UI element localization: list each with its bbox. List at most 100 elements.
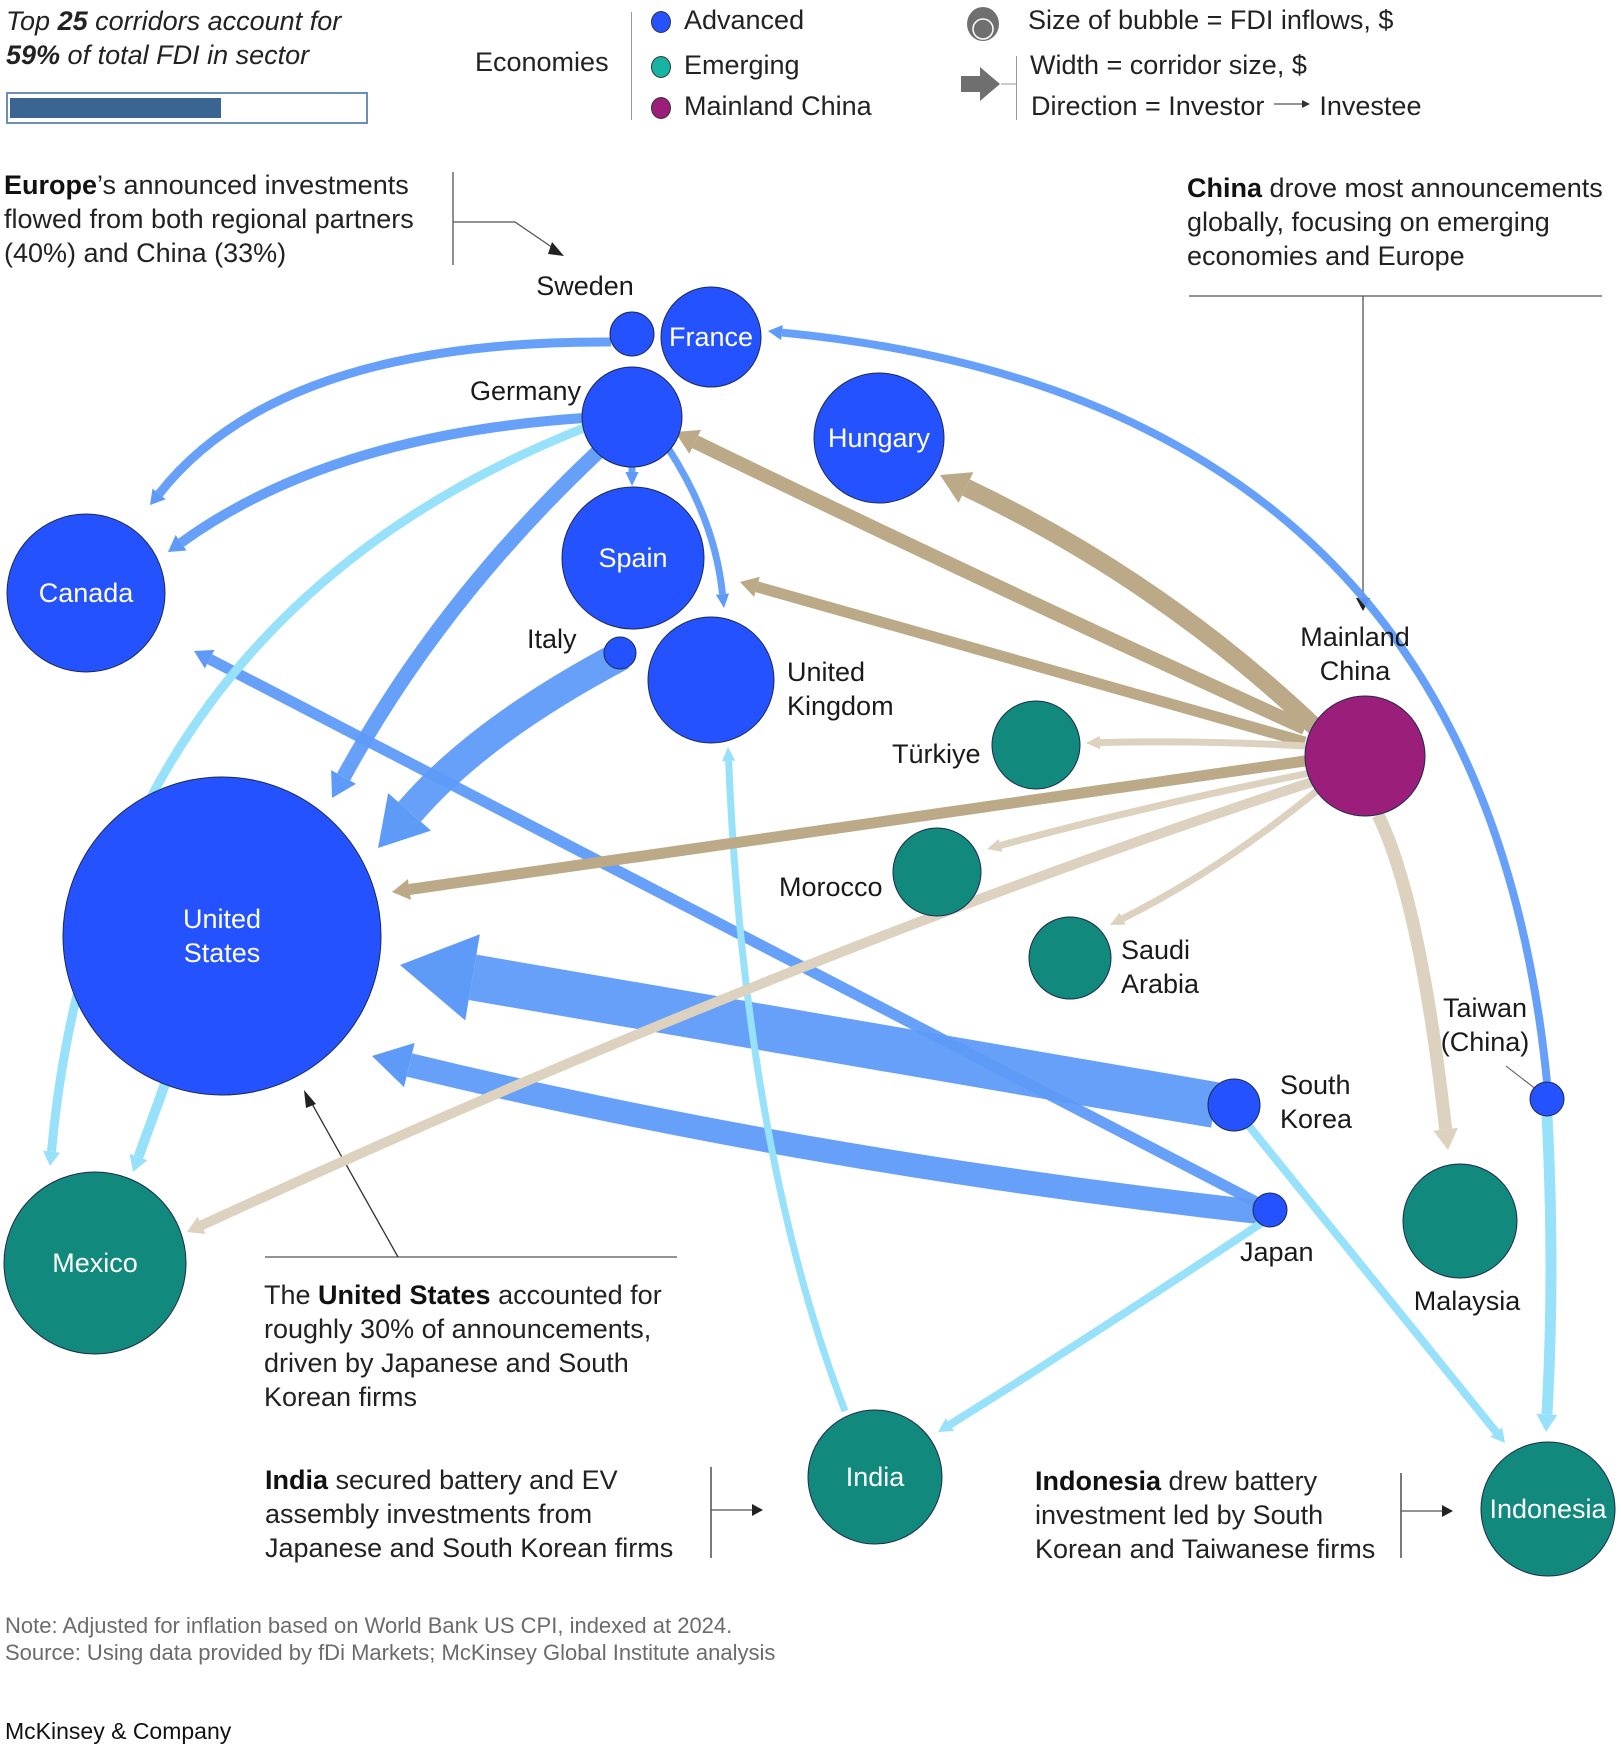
node-label-india: India xyxy=(845,1462,905,1492)
corridor-japan-india xyxy=(938,1218,1266,1432)
node-label-sweden: Sweden xyxy=(536,271,634,301)
corridor-arrowhead xyxy=(721,747,736,762)
callout-text: driven by Japanese and South xyxy=(264,1348,629,1378)
legend-width: Width = corridor size, $ xyxy=(1030,50,1307,80)
callout-text: accounted for xyxy=(490,1280,662,1310)
corridor-taiwan-indonesia xyxy=(1536,1115,1558,1432)
corridor-band xyxy=(178,413,585,547)
callout-text: secured battery and EV xyxy=(328,1465,618,1495)
node-label-france: France xyxy=(668,322,754,352)
taiwan-label-leader xyxy=(1505,1065,1538,1091)
europe-callout: Europe’s announced investments flowed fr… xyxy=(4,168,414,270)
corridor-china-turkiye xyxy=(1086,735,1306,750)
corridor-germany-spain xyxy=(625,467,639,486)
callout-bold: India xyxy=(265,1465,329,1495)
corridor-arrowhead xyxy=(331,770,357,798)
headline-text: of total FDI in sector xyxy=(60,40,310,70)
callout-bold: United States xyxy=(318,1280,491,1310)
bubble-us xyxy=(62,776,382,1096)
bubble-canada xyxy=(6,513,166,673)
indonesia-callout-arrowhead xyxy=(1442,1505,1453,1517)
corridor-arrowhead xyxy=(625,472,639,486)
us-callout: The United States accounted for roughly … xyxy=(264,1278,662,1414)
corridor-band xyxy=(947,1218,1266,1428)
legend-divider xyxy=(631,12,632,120)
callout-text: flowed from both regional partners xyxy=(4,204,414,234)
corridor-band xyxy=(1245,1123,1500,1435)
corridor-arrowhead xyxy=(392,879,411,900)
bubble-france xyxy=(660,286,762,388)
corridor-band xyxy=(999,769,1311,849)
bubble-malaysia xyxy=(1402,1163,1518,1279)
corridor-band xyxy=(408,755,1306,895)
node-label-spain: Spain xyxy=(598,543,668,573)
corridor-china-hungary xyxy=(940,472,1322,734)
bubble-saudi xyxy=(1028,916,1112,1000)
node-label-germany: Germany xyxy=(470,376,582,406)
corridor-band xyxy=(406,1053,1260,1224)
corridor-arrowhead xyxy=(42,1150,61,1166)
corridor-band xyxy=(755,581,1307,748)
corridor-band xyxy=(47,423,586,1153)
corridor-band xyxy=(1099,738,1306,750)
share-progress-fill xyxy=(10,98,222,118)
nested-circle-icon xyxy=(967,7,999,41)
legend-label-emerging: Emerging xyxy=(684,50,800,80)
europe-callout-arrowhead xyxy=(548,242,564,256)
corridor-china-mexico xyxy=(187,775,1320,1234)
corridor-skorea-indonesia xyxy=(1245,1123,1505,1443)
node-label-malaysia: Malaysia xyxy=(1413,1286,1521,1316)
bubble-uk xyxy=(647,616,775,744)
china-callout: China drove most announcements globally,… xyxy=(1187,171,1603,273)
headline: Top 25 corridors account for 59% of tota… xyxy=(6,4,341,72)
corridor-band xyxy=(1372,812,1453,1131)
corridor-band xyxy=(1120,787,1321,922)
bubble-japan xyxy=(1252,1192,1288,1228)
corridor-arrowhead xyxy=(150,488,166,505)
node-label-taiwan: Taiwan(China) xyxy=(1440,993,1530,1057)
corridor-china-morocco xyxy=(987,769,1311,852)
corridor-band xyxy=(781,328,1551,1083)
headline-percent: 59% xyxy=(6,40,61,70)
thick-arrow-icon xyxy=(961,67,1016,101)
bubble-hungary xyxy=(813,372,945,504)
corridor-arrowhead xyxy=(1433,1127,1458,1150)
corridor-band xyxy=(337,444,606,781)
corridor-arrowhead xyxy=(938,1418,954,1432)
corridor-italy-us xyxy=(378,641,630,848)
corridor-china-us xyxy=(392,755,1306,900)
node-label-mexico: Mexico xyxy=(52,1248,138,1278)
india-callout: India secured battery and EV assembly in… xyxy=(265,1463,673,1565)
node-label-morocco: Morocco xyxy=(779,872,883,902)
direction-arrow-icon xyxy=(1272,85,1312,116)
corridor-china-malaysia xyxy=(1372,812,1458,1150)
corridor-taiwan-france xyxy=(768,324,1551,1083)
legend-width-bracket xyxy=(1016,56,1017,120)
corridor-sweden-canada xyxy=(150,337,612,505)
corridor-band xyxy=(398,641,630,822)
corridor-arrowhead xyxy=(1086,735,1101,750)
corridor-germany-canada xyxy=(168,413,585,552)
legend-direction: Direction = Investor Investee xyxy=(1031,91,1421,122)
callout-text: Korean firms xyxy=(264,1382,418,1412)
bubble-mexico xyxy=(3,1171,187,1355)
bubble-skorea xyxy=(1207,1078,1261,1132)
legend-dot-emerging xyxy=(651,56,671,78)
bubble-turkiye xyxy=(991,700,1081,790)
corridor-arrowhead xyxy=(1490,1427,1505,1443)
headline-text: Top xyxy=(6,6,58,36)
bubble-morocco xyxy=(892,827,982,917)
corridor-band xyxy=(962,479,1322,734)
footnote-source: Source: Using data provided by fDi Marke… xyxy=(5,1640,776,1665)
corridor-arrowhead xyxy=(1536,1413,1558,1432)
node-label-canada: Canada xyxy=(38,578,134,608)
legend-direction-investee: Investee xyxy=(1319,91,1422,121)
corridor-band xyxy=(199,775,1320,1230)
legend-label-advanced: Advanced xyxy=(684,5,805,35)
corridor-germany-uk xyxy=(665,446,730,608)
share-progress-bar xyxy=(6,92,368,124)
